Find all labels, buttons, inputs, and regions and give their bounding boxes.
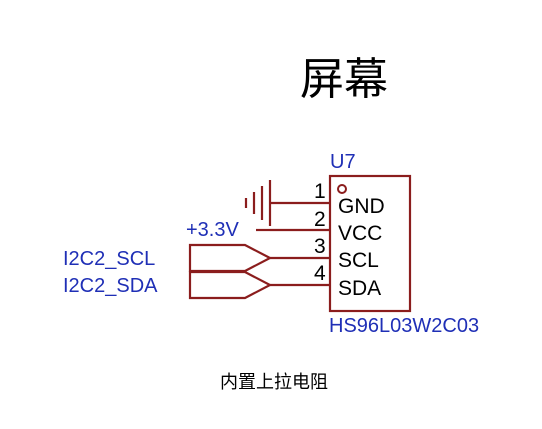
net-label-sda: I2C2_SDA xyxy=(63,275,158,297)
pin-name-sda: SDA xyxy=(338,277,381,300)
pin-number-2: 2 xyxy=(314,208,326,231)
component-part-number: HS96L03W2C03 xyxy=(329,315,479,337)
pin-name-gnd: GND xyxy=(338,195,385,218)
pullup-note: 内置上拉电阻 xyxy=(220,372,328,393)
power-label: +3.3V xyxy=(186,219,239,241)
pin1-indicator xyxy=(337,184,347,194)
net-connector-sda xyxy=(188,270,273,300)
net-label-scl: I2C2_SCL xyxy=(63,248,155,270)
component-designator: U7 xyxy=(330,151,356,173)
ground-symbol xyxy=(244,180,272,226)
pin-number-4: 4 xyxy=(314,262,326,285)
pin-number-1: 1 xyxy=(314,180,326,203)
net-connector-scl xyxy=(188,243,273,273)
pin-name-scl: SCL xyxy=(338,249,379,272)
pin-name-vcc: VCC xyxy=(338,222,382,245)
schematic-title: 屏幕 xyxy=(300,54,388,105)
component-body xyxy=(328,174,412,313)
pin-number-3: 3 xyxy=(314,235,326,258)
